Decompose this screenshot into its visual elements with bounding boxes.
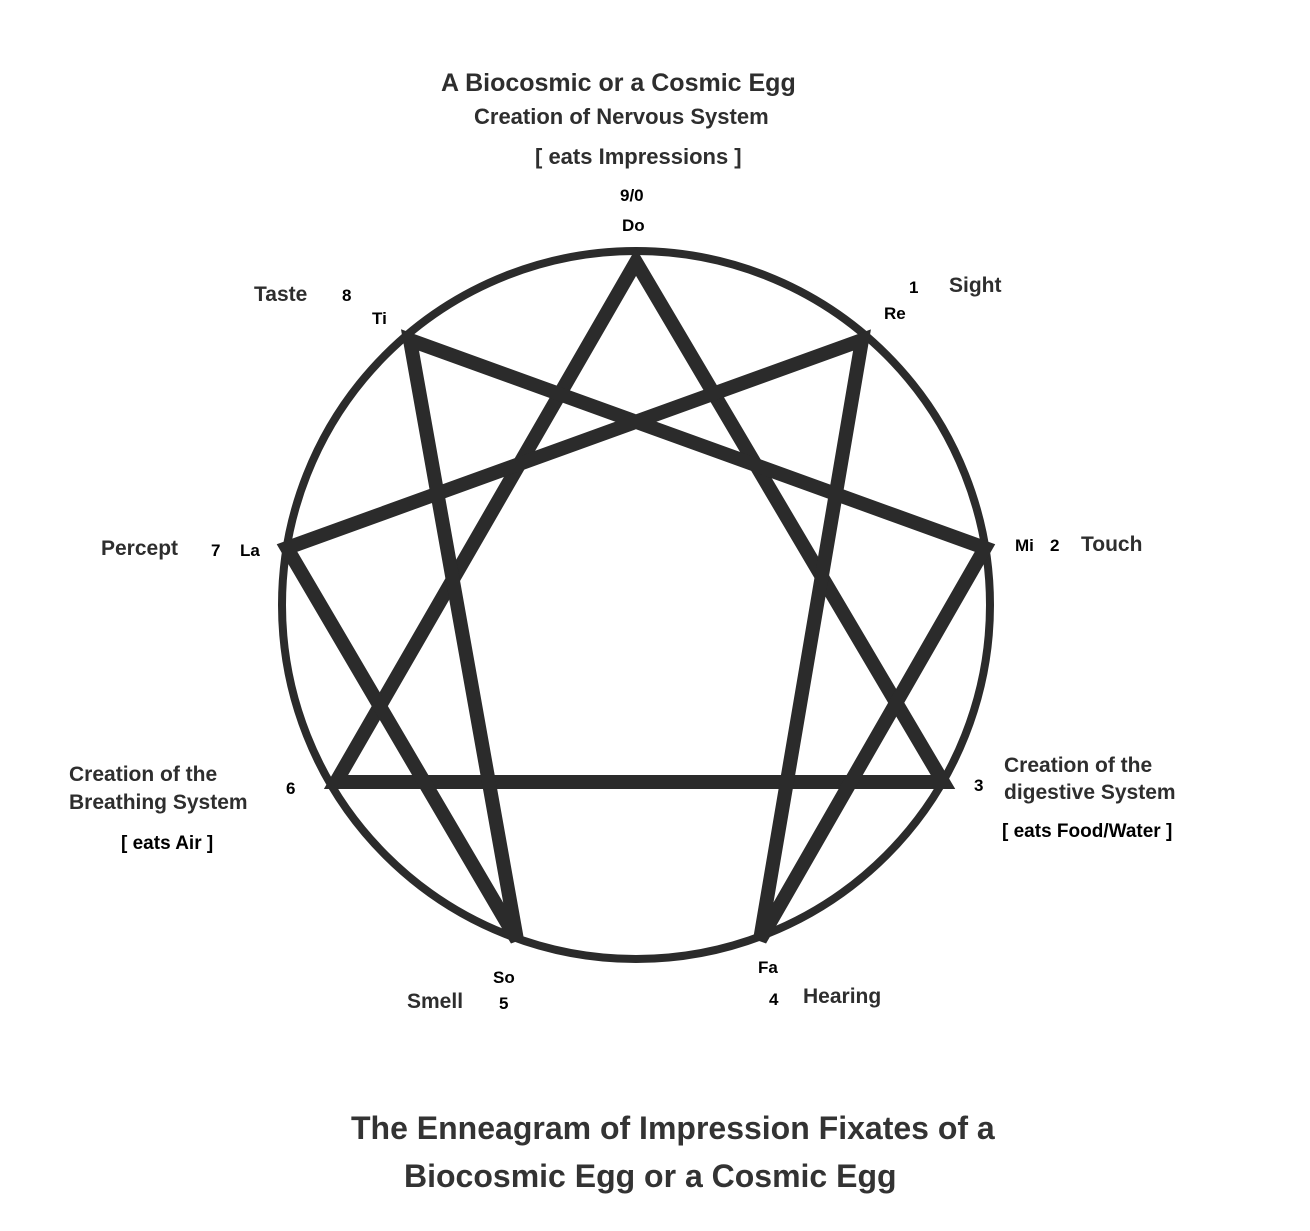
point-3-number: 3	[974, 776, 984, 795]
point-5-note: So	[493, 968, 515, 987]
hexad-figure	[276, 329, 996, 944]
inner-triangle	[323, 248, 956, 789]
diagram-eats: [ eats Impressions ]	[535, 144, 742, 169]
point-7-sense: Percept	[101, 537, 179, 560]
point-9-note: Do	[622, 216, 645, 235]
point-6-sense2: Breathing System	[69, 791, 248, 814]
point-6-number: 6	[286, 779, 296, 798]
point-3-sense: Creation of the	[1004, 754, 1153, 777]
point-1-sense: Sight	[949, 274, 1002, 297]
point-8-sense: Taste	[254, 283, 308, 306]
diagram-subtitle: Creation of Nervous System	[474, 104, 769, 129]
point-1-number: 1	[909, 278, 919, 297]
point-2-note: Mi	[1015, 536, 1034, 555]
point-3-eats: [ eats Food/Water ]	[1002, 821, 1173, 842]
point-5-sense: Smell	[407, 990, 464, 1013]
point-4-number: 4	[769, 990, 779, 1009]
diagram-title: A Biocosmic or a Cosmic Egg	[441, 69, 796, 97]
point-4-sense: Hearing	[803, 985, 882, 1008]
point-3-sense2: digestive System	[1004, 781, 1176, 804]
point-2-sense: Touch	[1081, 533, 1143, 556]
outer-circle	[278, 247, 994, 963]
point-8-note: Ti	[372, 309, 387, 328]
point-8-number: 8	[342, 286, 352, 305]
point-1-note: Re	[884, 304, 906, 323]
point-7-note: La	[240, 541, 260, 560]
point-6-sense: Creation of the	[69, 763, 218, 786]
point-9-number: 9/0	[620, 186, 644, 205]
point-6-eats: [ eats Air ]	[121, 833, 214, 854]
caption-line-1: The Enneagram of Impression Fixates of a	[351, 1110, 995, 1146]
point-5-number: 5	[499, 994, 509, 1013]
caption-line-2: Biocosmic Egg or a Cosmic Egg	[404, 1158, 897, 1194]
point-2-number: 2	[1050, 536, 1060, 555]
point-4-note: Fa	[758, 958, 778, 977]
point-7-number: 7	[211, 541, 221, 560]
